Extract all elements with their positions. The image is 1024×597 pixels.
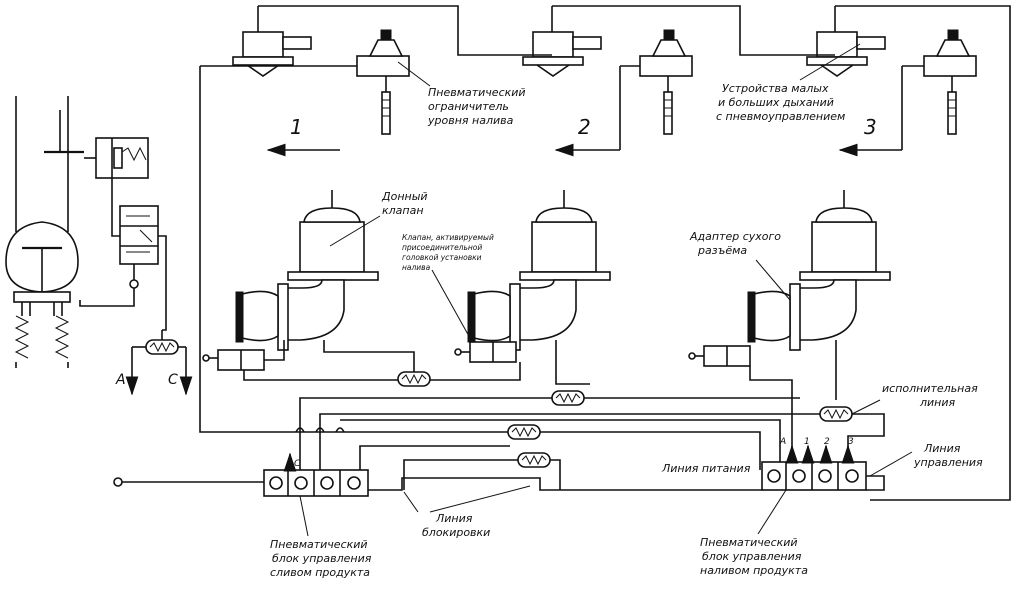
compartment-number-2: 2 [578,115,591,139]
level-limiter-2 [620,29,693,135]
restrictor-left [145,339,179,355]
label-supply-line: Линия питания [661,462,751,475]
block-port-3: 3 [848,437,854,447]
breathing-device-2 [522,6,602,77]
top-line-a [258,5,552,56]
label-arm-valve-3: головкой установки [402,253,482,262]
compartment-number-1: 1 [290,115,303,139]
label-fill-block-3: наливом продукта [700,564,808,577]
restrictor-5 [517,452,551,468]
label-dry-adapter-1: Адаптер сухого [689,230,781,243]
breathing-device-3 [806,6,886,77]
label-bottom-valve-2: клапан [382,204,424,217]
bottom-valve-unit-3 [747,190,891,351]
label-control-line-2: управления [913,456,983,469]
label-pneumatic-limiter-1: Пневматический [428,86,526,99]
port-letter-a: A [115,372,126,388]
drain-control-block [263,452,369,497]
label-fill-block-1: Пневматический [700,536,798,549]
label-control-line-1: Линия [923,442,961,455]
block-port-2: 2 [824,437,830,447]
label-pneumatic-limiter-3: уровня налива [427,114,514,127]
breathing-device-1 [232,6,312,77]
coupling-head [5,96,84,368]
label-interlock-line-2: блокировки [422,526,490,539]
label-breathing-devices-2: и больших дыханий [718,96,834,109]
actuated-valve-3 [688,345,751,367]
restrictor-2 [551,390,585,406]
compartment-number-3: 3 [864,115,877,139]
label-interlock-line-1: Линия [435,512,473,525]
label-drain-block-1: Пневматический [270,538,368,551]
label-actuator-line-2: линия [919,396,956,409]
restrictor-1 [397,371,431,387]
label-arm-valve-2: присоединительной [402,243,482,252]
label-arm-valve-1: Клапан, активируемый [402,233,494,242]
label-dry-adapter-2: разъёма [697,244,747,257]
label-bottom-valve-1: Донный [381,190,428,203]
block-port-a: A [779,437,786,447]
label-drain-block-2: блок управления [272,552,372,565]
restrictor-3 [819,406,853,422]
external-supply-port [113,477,123,487]
distributor-valve [79,178,167,331]
bottom-valve-unit-2 [467,190,611,351]
spring-valve [84,137,149,179]
label-pneumatic-limiter-2: ограничитель [428,100,509,113]
label-breathing-devices-3: с пневмоуправлением [716,110,845,123]
block-port-1: 1 [804,437,810,447]
actuated-valve-1 [202,340,285,371]
level-limiter-3 [902,29,977,135]
block-port-c: C [294,459,301,469]
actuated-valve-2 [454,341,517,363]
left-supply-line [199,66,300,433]
label-breathing-devices-1: Устройства малых [722,82,829,95]
top-line-c [835,5,1011,501]
label-arm-valve-4: налива [402,263,431,272]
bottom-valve-unit-1 [235,190,379,351]
top-line-b [552,5,835,56]
label-actuator-line-1: исполнительная [882,382,978,395]
restrictor-4 [507,424,541,440]
fill-control-block [761,444,867,491]
label-fill-block-2: блок управления [702,550,802,563]
label-drain-block-3: сливом продукта [270,566,370,579]
level-limiter-1 [200,29,410,135]
port-letter-c: C [168,372,178,388]
